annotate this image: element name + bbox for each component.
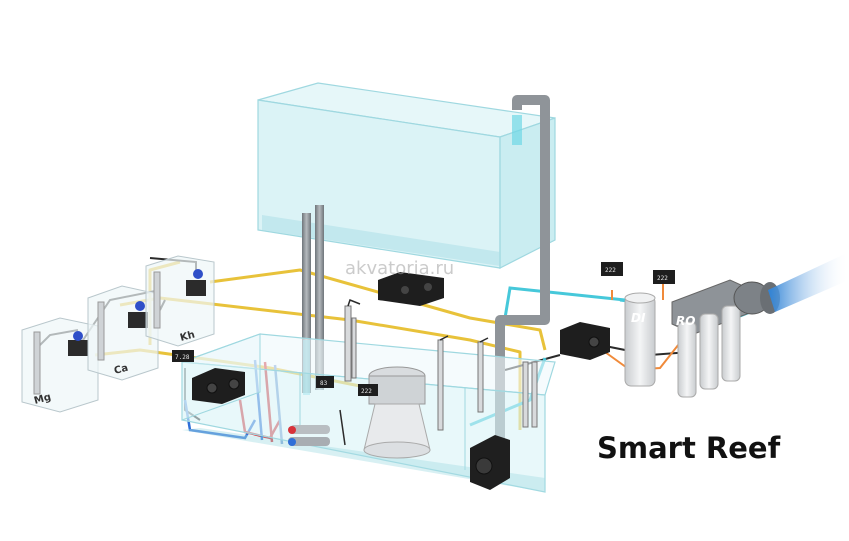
di-filter [624, 292, 656, 387]
probes [344, 305, 538, 431]
container-label-ca: Ca [113, 363, 129, 377]
display-controller: 7.28 [172, 350, 194, 362]
return-pump [470, 435, 510, 490]
container-label-mg: Mg [33, 392, 52, 407]
diagram-title: Smart Reef [597, 431, 781, 465]
container-label-kh: Kh [179, 329, 196, 343]
return-outlet [512, 115, 522, 145]
topoff-controller [560, 322, 610, 360]
heaters [288, 425, 330, 446]
display-controller-value: 7.28 [175, 354, 190, 361]
display-power-bar [378, 272, 444, 306]
return-pipe [495, 95, 550, 440]
dosing-container-mg [21, 317, 99, 413]
display-sump-a: 83 [316, 376, 334, 388]
probe-leads [339, 299, 489, 446]
di-filter-label: DI [631, 311, 646, 325]
display-top-off-b-value: 222 [657, 275, 668, 282]
ro-filter [671, 279, 753, 398]
water-inlet-pipe [768, 252, 849, 312]
dosing-container-ca [87, 285, 159, 381]
watermark: akvatoria.ru [345, 258, 455, 279]
protein-skimmer [363, 366, 431, 459]
display-top-off-a: 222 [601, 262, 623, 276]
dosing-container-kh [145, 255, 215, 347]
ro-filter-label: RO [676, 314, 695, 328]
display-top-off-a-value: 222 [605, 267, 616, 274]
display-sump-b-value: 222 [361, 388, 372, 395]
main-controller [192, 368, 245, 404]
display-sump-a-value: 83 [320, 380, 328, 387]
display-top-off-b: 222 [653, 270, 675, 284]
display-sump-b: 222 [358, 384, 378, 396]
